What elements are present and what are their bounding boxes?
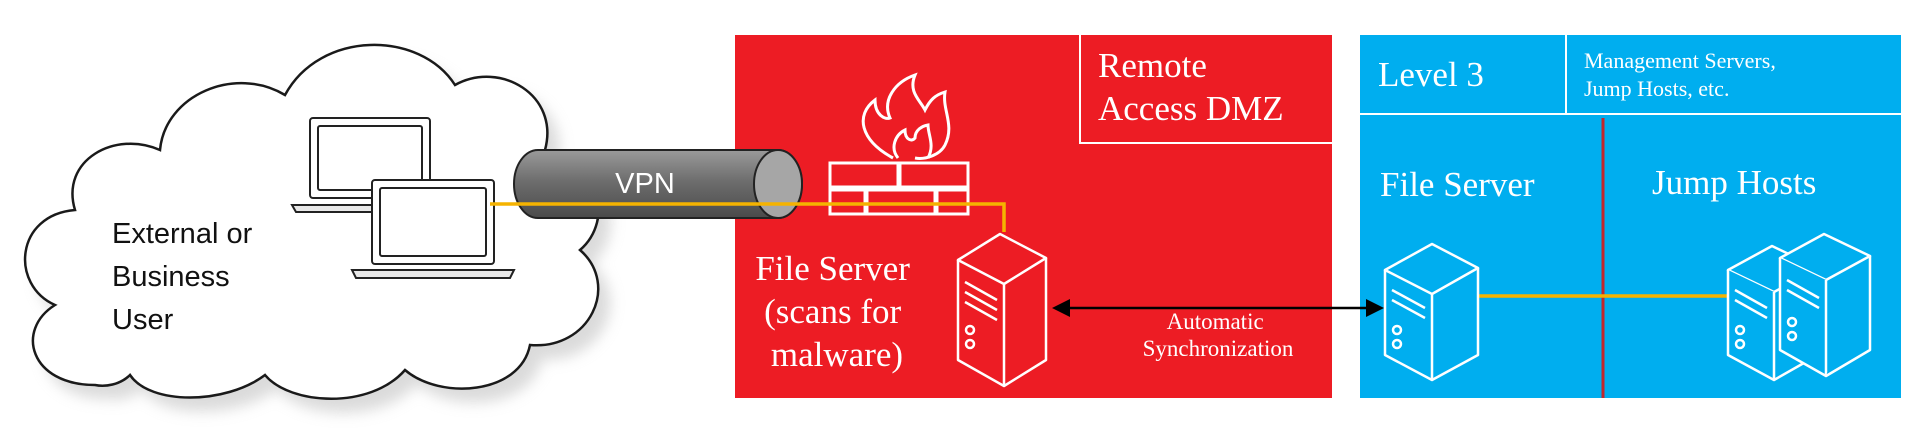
vpn-connection-line bbox=[490, 202, 1006, 232]
level3-title: Level 3 bbox=[1378, 55, 1484, 94]
external-user-cloud bbox=[23, 43, 611, 413]
laptop-icon bbox=[350, 179, 516, 279]
dmz-title: Remote Access DMZ bbox=[1098, 46, 1284, 128]
server-icon bbox=[956, 232, 1048, 388]
external-user-label: External or Business User bbox=[112, 218, 260, 336]
jump-hosts-label: Jump Hosts bbox=[1652, 163, 1816, 202]
level3-note-frame bbox=[1565, 35, 1901, 115]
level3-note: Management Servers, Jump Hosts, etc. bbox=[1584, 48, 1781, 101]
dmz-file-server-label: File Server (scans for malware) bbox=[755, 249, 918, 374]
remote-access-dmz-zone bbox=[735, 35, 1332, 398]
dmz-title-frame bbox=[1079, 35, 1332, 144]
sync-label: Automatic Synchronization bbox=[1143, 309, 1294, 361]
server-icon bbox=[1383, 242, 1480, 382]
server-icon bbox=[1778, 232, 1872, 378]
level3-file-server-label: File Server bbox=[1380, 165, 1535, 204]
sync-arrow bbox=[1052, 299, 1384, 317]
firewall-icon bbox=[828, 72, 970, 216]
vpn-tunnel: VPN bbox=[513, 149, 803, 219]
vpn-label: VPN bbox=[615, 168, 675, 200]
